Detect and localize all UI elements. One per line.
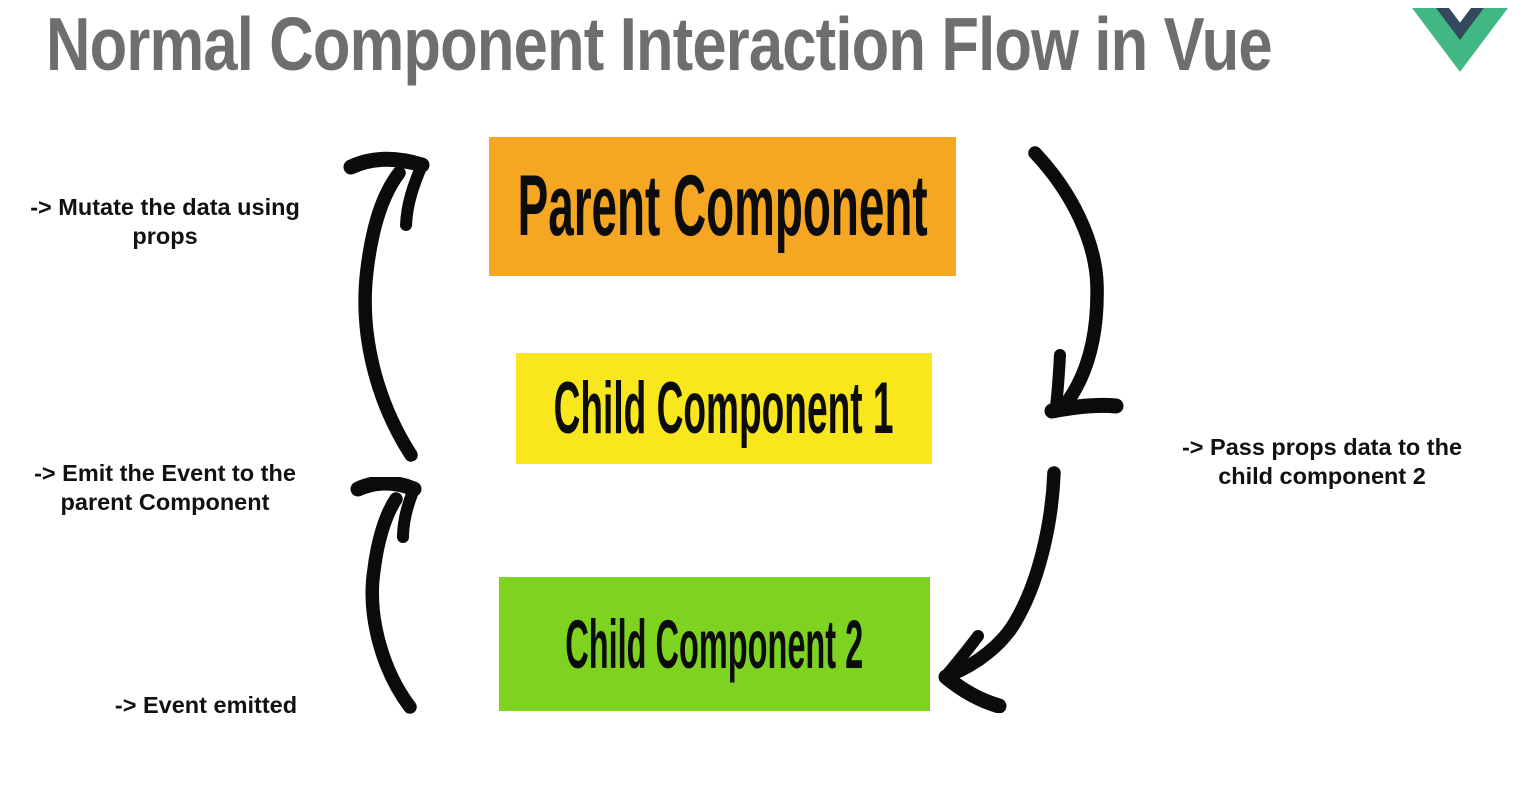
annotation-line: props — [132, 223, 198, 249]
pass-props-annotation: -> Pass props data to the child componen… — [1162, 433, 1482, 491]
parent-component-label: Parent Component — [517, 158, 928, 254]
page-title: Normal Component Interaction Flow in Vue — [46, 4, 1534, 84]
annotation-line: parent Component — [60, 489, 270, 515]
arrow-up-child2-to-child1 — [350, 477, 422, 714]
annotation-line: child component 2 — [1218, 463, 1426, 489]
arrow-down-child1-to-child2 — [938, 466, 1061, 713]
annotation-line: -> Pass props data to the — [1181, 434, 1463, 460]
vue-logo-icon — [1412, 8, 1508, 72]
mutate-data-annotation: -> Mutate the data using props — [5, 193, 325, 251]
child-component-1-label: Child Component 1 — [554, 368, 894, 449]
child-component-1-box: Child Component 1 — [516, 353, 932, 464]
annotation-line: -> Mutate the data using — [30, 194, 300, 220]
child-component-2-box: Child Component 2 — [499, 577, 930, 711]
vue-logo-inner-v — [1435, 8, 1484, 40]
emit-event-annotation: -> Emit the Event to the parent Componen… — [5, 459, 325, 517]
annotation-line: -> Event emitted — [114, 692, 298, 718]
parent-component-box: Parent Component — [489, 137, 956, 276]
event-emitted-annotation: -> Event emitted — [46, 691, 366, 720]
arrow-up-child1-to-parent — [343, 151, 430, 462]
vue-logo-outer-v — [1412, 8, 1508, 72]
annotation-line: -> Emit the Event to the — [34, 460, 296, 486]
arrow-down-parent-to-child1 — [1028, 146, 1124, 419]
page-title-text: Normal Component Interaction Flow in Vue — [46, 2, 1273, 86]
child-component-2-label: Child Component 2 — [565, 605, 864, 683]
